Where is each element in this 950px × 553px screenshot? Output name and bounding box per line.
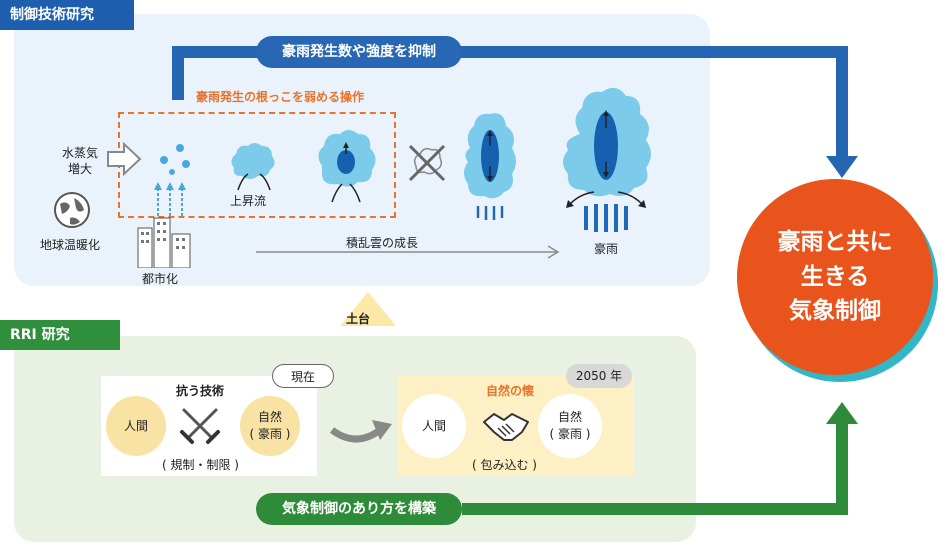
- developing-cloud-icon: [318, 130, 376, 203]
- updraft-arrows-icon: [237, 173, 271, 191]
- build-weather-control-banner: 気象制御のあり方を構築: [256, 493, 462, 525]
- future-nature-circle: 自然 ( 豪雨 ): [538, 394, 602, 458]
- vapor-increase-label: 水蒸気 増大: [61, 146, 98, 176]
- globe-icon: [54, 192, 90, 228]
- blocked-development-icon: [408, 144, 446, 182]
- control-tech-research-tag: 制御技術研究: [0, 0, 134, 30]
- crossed-swords-icon: [180, 408, 220, 444]
- global-warming-label: 地球温暖化: [40, 238, 101, 252]
- foundation-triangle: [340, 292, 396, 326]
- bottom-green-arrowhead: [826, 402, 858, 424]
- nature-embrace-title: 自然の懐: [486, 384, 535, 398]
- small-cloud-icon: [231, 143, 275, 179]
- growth-arrowhead: [547, 245, 560, 259]
- future-human-circle: 人間: [402, 394, 466, 458]
- suppress-heavy-rain-banner: 豪雨発生数や強度を抑制: [256, 36, 462, 68]
- current-human-circle: 人間: [106, 396, 166, 456]
- city-buildings-icon: [137, 217, 191, 268]
- current-nature-label: 自然 ( 豪雨 ): [249, 410, 291, 441]
- current-human-label: 人間: [123, 418, 148, 433]
- rri-research-tag: RRI 研究: [0, 320, 120, 350]
- rising-vapor-icon: [154, 182, 186, 216]
- handshake-icon: [483, 413, 529, 441]
- cumulonimbus-growth-label: 積乱雲の成長: [346, 236, 419, 250]
- goal-circle: 豪雨と共に 生きる 気象制御: [737, 179, 933, 375]
- updraft-label: 上昇流: [230, 194, 267, 208]
- current-badge: 現在: [272, 364, 334, 388]
- foundation-label: 土台: [346, 312, 371, 326]
- bottom-green-arrow: [462, 420, 848, 515]
- regulation-caption: ( 規制・制限 ): [162, 458, 239, 472]
- vapor-particles-icon: [160, 144, 190, 175]
- future-nature-label: 自然 ( 豪雨 ): [549, 410, 591, 441]
- resist-tech-title: 抗う技術: [176, 384, 225, 398]
- vapor-arrow-icon: [107, 142, 142, 176]
- transition-arrowhead: [372, 420, 392, 440]
- heavy-rain-cloud-icon: [563, 87, 651, 232]
- heavy-rain-label: 豪雨: [594, 242, 619, 256]
- top-blue-arrowhead: [826, 156, 858, 178]
- embrace-caption: ( 包み込む ): [472, 458, 537, 472]
- transition-arrow: [329, 427, 383, 443]
- top-blue-arrow: [172, 46, 848, 160]
- current-nature-circle: 自然 ( 豪雨 ): [240, 396, 300, 456]
- urbanization-label: 都市化: [142, 272, 179, 286]
- future-human-label: 人間: [421, 418, 446, 433]
- towering-cloud-icon: [464, 113, 516, 220]
- goal-text: 豪雨と共に 生きる 気象制御: [777, 229, 893, 325]
- year-2050-badge: 2050 年: [566, 364, 632, 388]
- weaken-root-label: 豪雨発生の根っこを弱める操作: [196, 90, 365, 104]
